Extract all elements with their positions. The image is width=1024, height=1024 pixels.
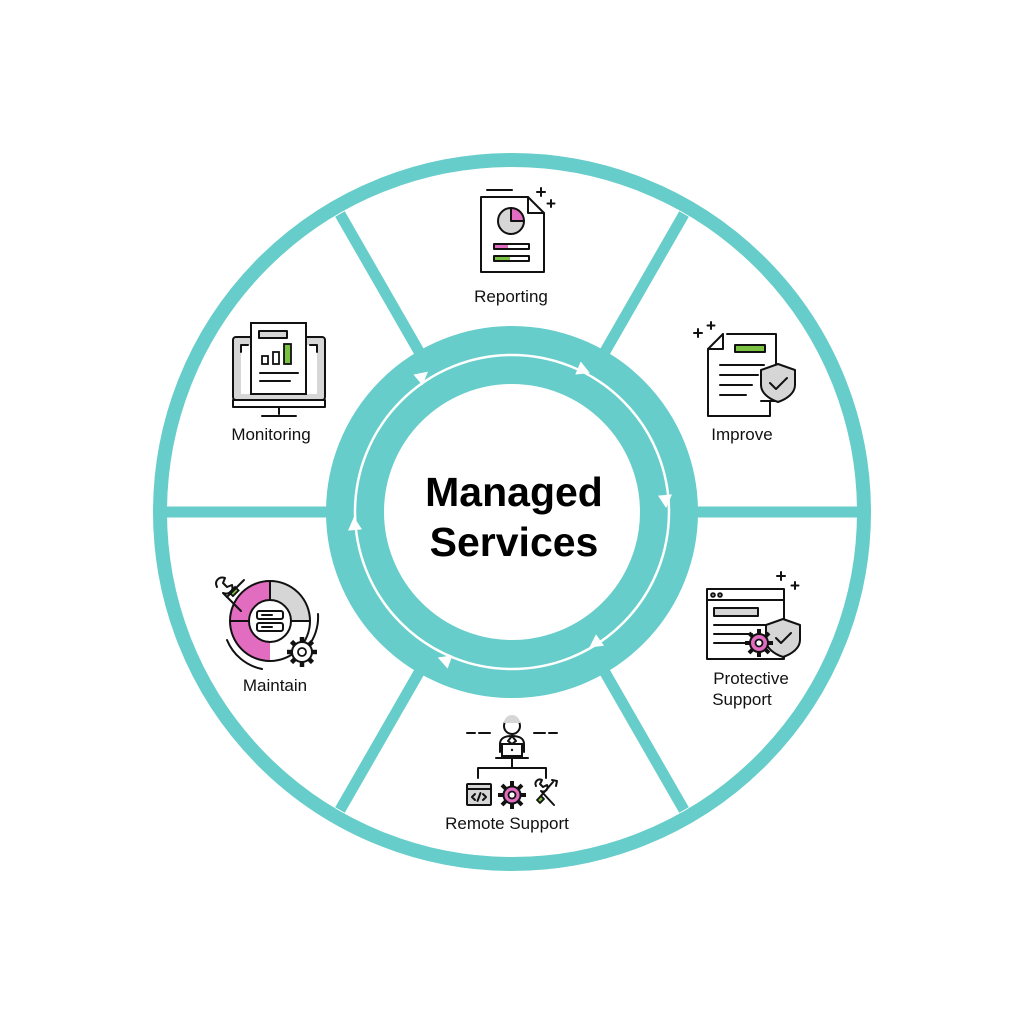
segment-protective-support: Protective Support	[706, 571, 801, 709]
segment-label-monitoring: Monitoring	[231, 425, 310, 444]
divider-upper-right	[594, 211, 689, 365]
flow-arrow-3	[589, 634, 605, 648]
flow-cycle-line	[353, 353, 671, 671]
divider-upper-left	[335, 211, 430, 365]
flow-arrow-6	[413, 371, 428, 386]
segment-label-remote-support: Remote Support	[445, 814, 569, 833]
center-title-line1: Managed	[425, 469, 603, 515]
segment-label-support: Support	[712, 690, 772, 709]
flow-arrows	[348, 361, 672, 669]
divider-lower-right	[594, 659, 689, 813]
monitor-bar-chart-icon	[232, 322, 326, 417]
segment-label-reporting: Reporting	[474, 287, 548, 306]
segment-remote-support: Remote Support	[445, 715, 569, 833]
report-pie-chart-icon	[480, 187, 556, 273]
document-shield-icon	[693, 321, 796, 417]
segment-improve: Improve	[693, 321, 796, 444]
segment-maintain: Maintain	[215, 576, 320, 695]
segment-dividers	[164, 211, 860, 813]
flow-arrow-2	[658, 494, 672, 508]
browser-shield-gear-icon	[706, 571, 801, 660]
flow-arrow-1	[575, 361, 590, 375]
flow-arrow-5	[348, 517, 362, 531]
segment-label-maintain: Maintain	[243, 676, 307, 695]
segment-label-protective: Protective	[713, 669, 789, 688]
divider-lower-left	[335, 659, 430, 813]
segment-monitoring: Monitoring	[231, 322, 326, 444]
center-title-line2: Services	[430, 519, 599, 565]
user-laptop-tools-icon	[466, 715, 558, 809]
flow-arrow-4	[437, 655, 453, 669]
server-donut-wrench-gear-icon	[215, 576, 320, 670]
segment-reporting: Reporting	[474, 187, 556, 306]
segment-label-improve: Improve	[711, 425, 772, 444]
outer-ring	[153, 153, 871, 871]
